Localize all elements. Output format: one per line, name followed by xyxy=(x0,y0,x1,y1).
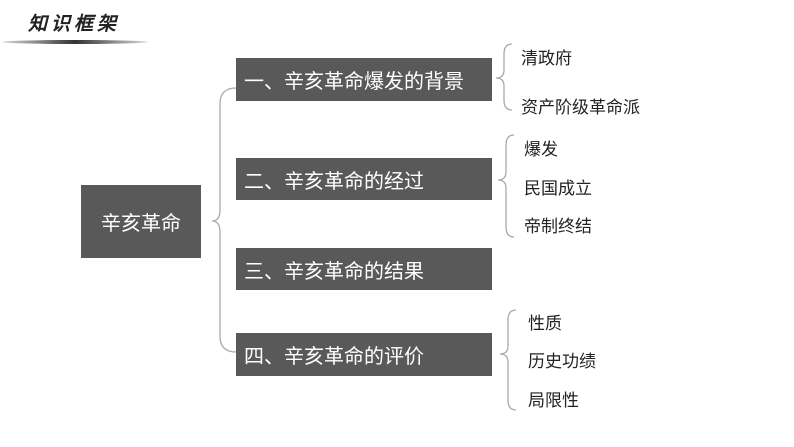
leaf-item: 清政府 xyxy=(521,49,572,69)
branch-node-evaluation: 四、辛亥革命的评价 xyxy=(236,333,492,376)
leaf-item: 爆发 xyxy=(524,140,558,160)
section-title: 知识框架 xyxy=(28,13,121,35)
title-underline xyxy=(2,40,148,44)
brace-branch-1 xyxy=(495,43,513,111)
branch-node-result: 三、辛亥革命的结果 xyxy=(236,248,492,290)
branch-label: 三、辛亥革命的结果 xyxy=(244,258,424,283)
leaf-item: 帝制终结 xyxy=(524,217,592,237)
leaf-item: 资产阶级革命派 xyxy=(521,98,640,118)
main-brace xyxy=(211,87,237,353)
branch-label: 一、辛亥革命爆发的背景 xyxy=(244,69,464,93)
branch-label: 四、辛亥革命的评价 xyxy=(244,344,424,368)
root-node: 辛亥革命 xyxy=(81,185,201,258)
leaf-item: 历史功绩 xyxy=(528,352,596,372)
leaf-item: 局限性 xyxy=(528,391,579,411)
branch-node-process: 二、辛亥革命的经过 xyxy=(236,158,492,200)
branch-node-background: 一、辛亥革命爆发的背景 xyxy=(236,58,492,101)
leaf-item: 性质 xyxy=(528,314,562,334)
brace-branch-2 xyxy=(497,134,515,238)
root-label: 辛亥革命 xyxy=(101,211,181,235)
branch-label: 二、辛亥革命的经过 xyxy=(244,168,424,193)
brace-branch-4 xyxy=(499,309,517,411)
leaf-item: 民国成立 xyxy=(524,179,592,199)
